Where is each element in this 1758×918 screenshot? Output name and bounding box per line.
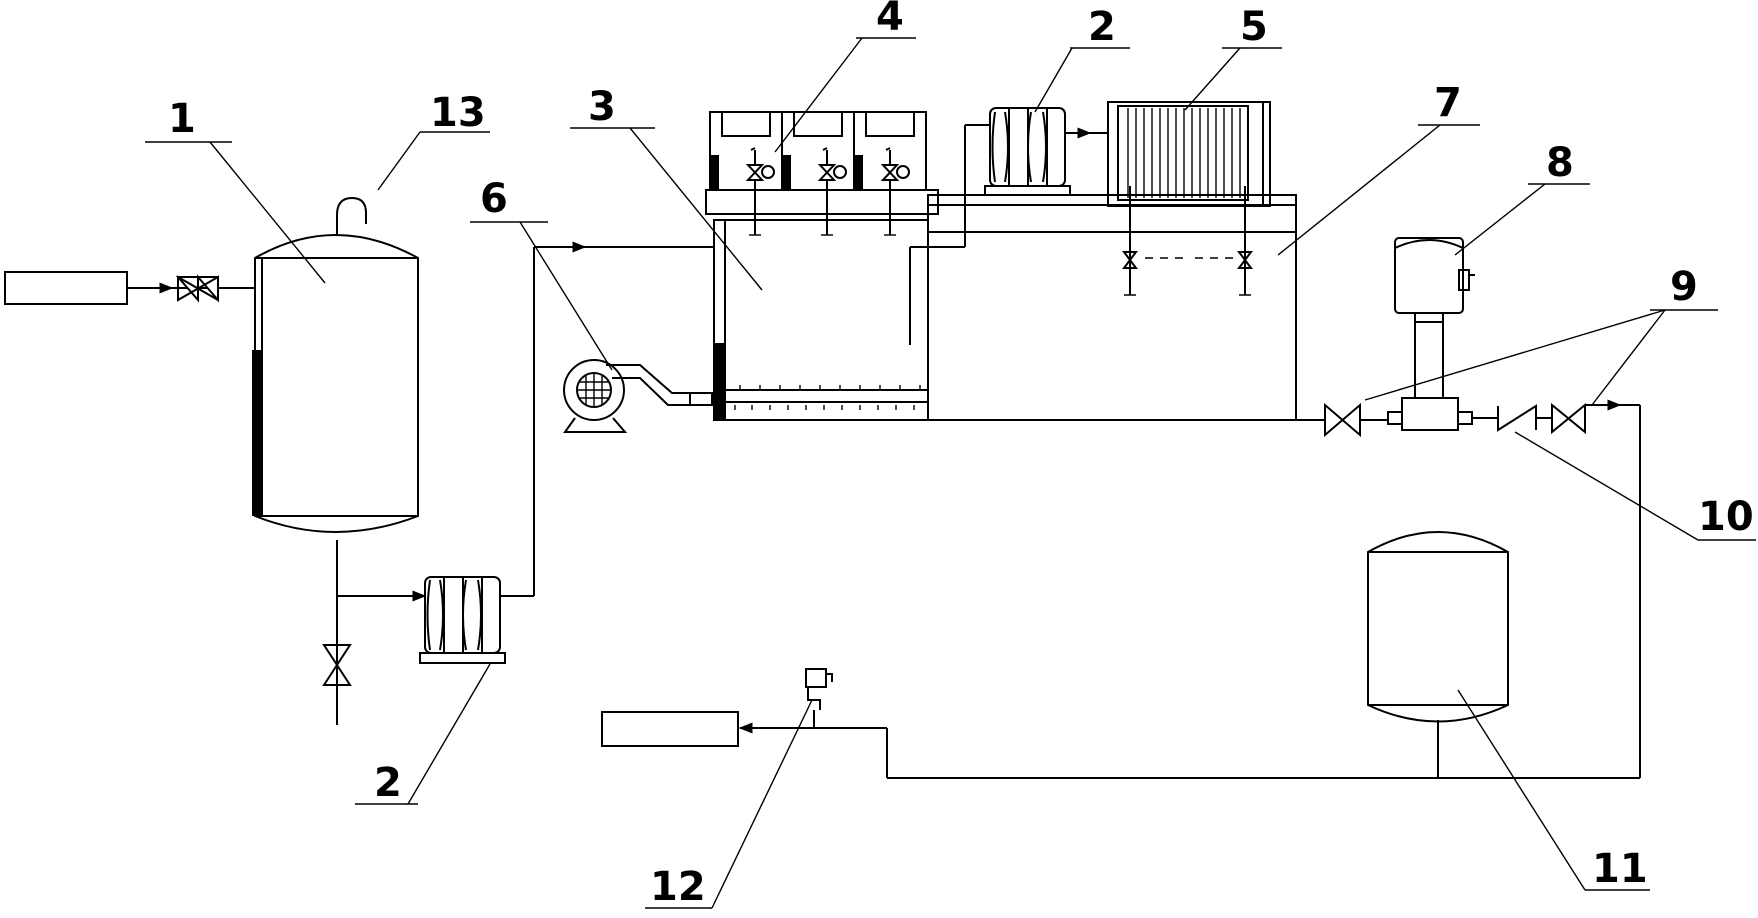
flow-meter-12 (805, 668, 833, 728)
vent-hook-13 (336, 196, 367, 235)
label-11: 11 (1592, 846, 1648, 892)
leader-lines (145, 37, 1756, 909)
pump-2-top (984, 107, 1071, 196)
label-9: 9 (1670, 264, 1698, 310)
label-4: 4 (876, 0, 904, 40)
label-12: 12 (650, 864, 706, 910)
label-13: 13 (430, 90, 486, 136)
blower-6 (563, 359, 713, 433)
label-2-bottom: 2 (374, 760, 402, 806)
label-5: 5 (1240, 4, 1268, 50)
valve-9-left (1324, 402, 1361, 438)
label-7: 7 (1434, 80, 1462, 126)
valve-9-right (1551, 402, 1586, 435)
label-1: 1 (168, 96, 196, 142)
filter-press-5 (1107, 101, 1271, 296)
outlet-box-bottom (601, 711, 739, 747)
label-6: 6 (480, 176, 508, 222)
inlet-valve (175, 274, 219, 303)
label-2-top: 2 (1088, 4, 1116, 50)
top-platform (705, 189, 939, 215)
label-10: 10 (1698, 494, 1754, 540)
storage-tank-11 (1367, 531, 1509, 778)
labels: 1 13 3 6 4 2 5 7 8 9 10 11 12 2 (168, 0, 1754, 910)
reaction-basin-3 (713, 219, 929, 421)
label-8: 8 (1546, 140, 1574, 186)
check-valve-10 (1497, 404, 1537, 432)
drain-line-tank-1 (322, 540, 427, 725)
dosing-unit-4 (709, 111, 927, 236)
label-3: 3 (588, 84, 616, 130)
storage-tank-1 (252, 234, 419, 533)
pump-8 (1387, 237, 1475, 431)
settling-tank-7 (910, 124, 1297, 421)
pump-2-bottom (419, 576, 506, 664)
